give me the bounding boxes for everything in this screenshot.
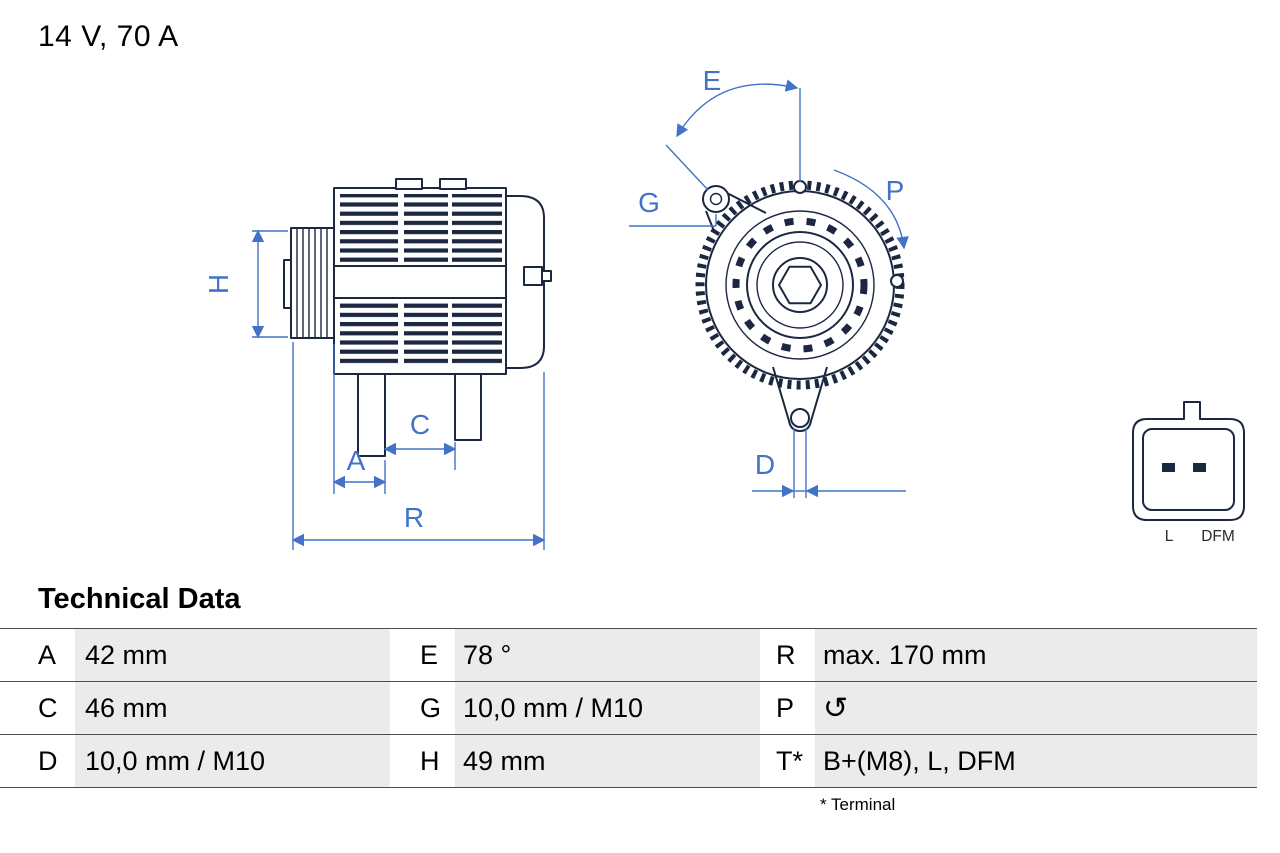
connector-pin-DFM <box>1193 463 1206 472</box>
key-P: P <box>760 681 815 735</box>
technical-data-heading: Technical Data <box>38 583 241 615</box>
right-ear-hole <box>890 274 904 288</box>
table-row: C 46 mm G 10,0 mm / M10 P ↺ <box>0 681 1257 735</box>
rotation-ccw-icon: ↺ <box>823 692 849 725</box>
inner-circle-2 <box>746 231 854 339</box>
value-T: B+(M8), L, DFM <box>815 734 1257 788</box>
alternator-front-view: E G P D <box>629 65 909 498</box>
dimension-label-P: P <box>886 175 905 206</box>
dimension-label-D: D <box>755 449 775 480</box>
pulley-grooves <box>296 228 328 338</box>
key-T: T* <box>760 734 815 788</box>
dimension-A: A <box>332 344 387 494</box>
dimension-label-H: H <box>203 274 234 294</box>
top-ear-right <box>439 178 467 190</box>
dimension-label-R: R <box>404 502 424 533</box>
value-R: max. 170 mm <box>815 628 1257 682</box>
shaft-collar-circle <box>772 257 828 313</box>
dimension-label-A: A <box>347 445 366 476</box>
dimension-R: R <box>291 342 546 550</box>
inner-circle-1 <box>725 210 875 360</box>
voltage-current-rating: 14 V, 70 A <box>38 20 179 53</box>
top-ear-left <box>395 178 423 190</box>
mounting-lug-right <box>454 373 482 441</box>
connector-label-L: L <box>1165 528 1174 545</box>
terminal-footnote: * Terminal <box>820 795 896 814</box>
connector-inner-outline <box>1142 428 1235 511</box>
value-A: 42 mm <box>75 628 390 682</box>
value-E: 78 ° <box>455 628 760 682</box>
dimension-label-E: E <box>703 65 722 96</box>
mounting-lug-left <box>357 373 386 457</box>
shaft-hex-nut <box>778 265 822 305</box>
technical-data-table: A 42 mm E 78 ° R max. 170 mm C 46 mm G 1… <box>0 628 1257 788</box>
table-row: A 42 mm E 78 ° R max. 170 mm <box>0 628 1257 682</box>
key-A: A <box>0 628 75 682</box>
dimension-label-G: G <box>638 187 660 218</box>
dimension-G: G <box>629 187 717 227</box>
dimension-C: C <box>383 409 457 470</box>
dimension-H: H <box>203 229 288 339</box>
top-ear-hole <box>793 180 807 194</box>
value-P: ↺ <box>815 681 1257 735</box>
value-D: 10,0 mm / M10 <box>75 734 390 788</box>
alternator-technical-drawing: H A C R <box>203 65 1245 550</box>
key-C: C <box>0 681 75 735</box>
inner-circle-3 <box>756 241 844 329</box>
terminal-stub <box>523 266 543 286</box>
key-D: D <box>0 734 75 788</box>
key-R: R <box>760 628 815 682</box>
connector-drawing: L DFM <box>1132 401 1245 545</box>
value-C: 46 mm <box>75 681 390 735</box>
dimension-E: E <box>665 65 801 191</box>
terminal-stub-tip <box>541 270 552 282</box>
alternator-side-view: H A C R <box>203 178 552 550</box>
mounting-lug-hole-topleft <box>702 185 730 213</box>
value-H: 49 mm <box>455 734 760 788</box>
connector-pin-L <box>1162 463 1175 472</box>
dimension-P: P <box>833 169 909 250</box>
key-E: E <box>390 628 455 682</box>
key-G: G <box>390 681 455 735</box>
key-H: H <box>390 734 455 788</box>
vent-slot-ring <box>732 217 868 353</box>
bottom-mounting-hole <box>790 408 810 428</box>
bottom-mounting-bracket <box>772 366 828 432</box>
dimension-D: D <box>752 428 906 498</box>
connector-outline <box>1132 401 1245 521</box>
connector-label-DFM: DFM <box>1201 528 1235 545</box>
dimension-label-C: C <box>410 409 430 440</box>
technical-data-section: Technical Data A 42 mm E 78 ° R max. 170… <box>0 583 1257 815</box>
mounting-boss-band <box>333 265 507 299</box>
value-G: 10,0 mm / M10 <box>455 681 760 735</box>
table-row: D 10,0 mm / M10 H 49 mm T* B+(M8), L, DF… <box>0 734 1257 788</box>
